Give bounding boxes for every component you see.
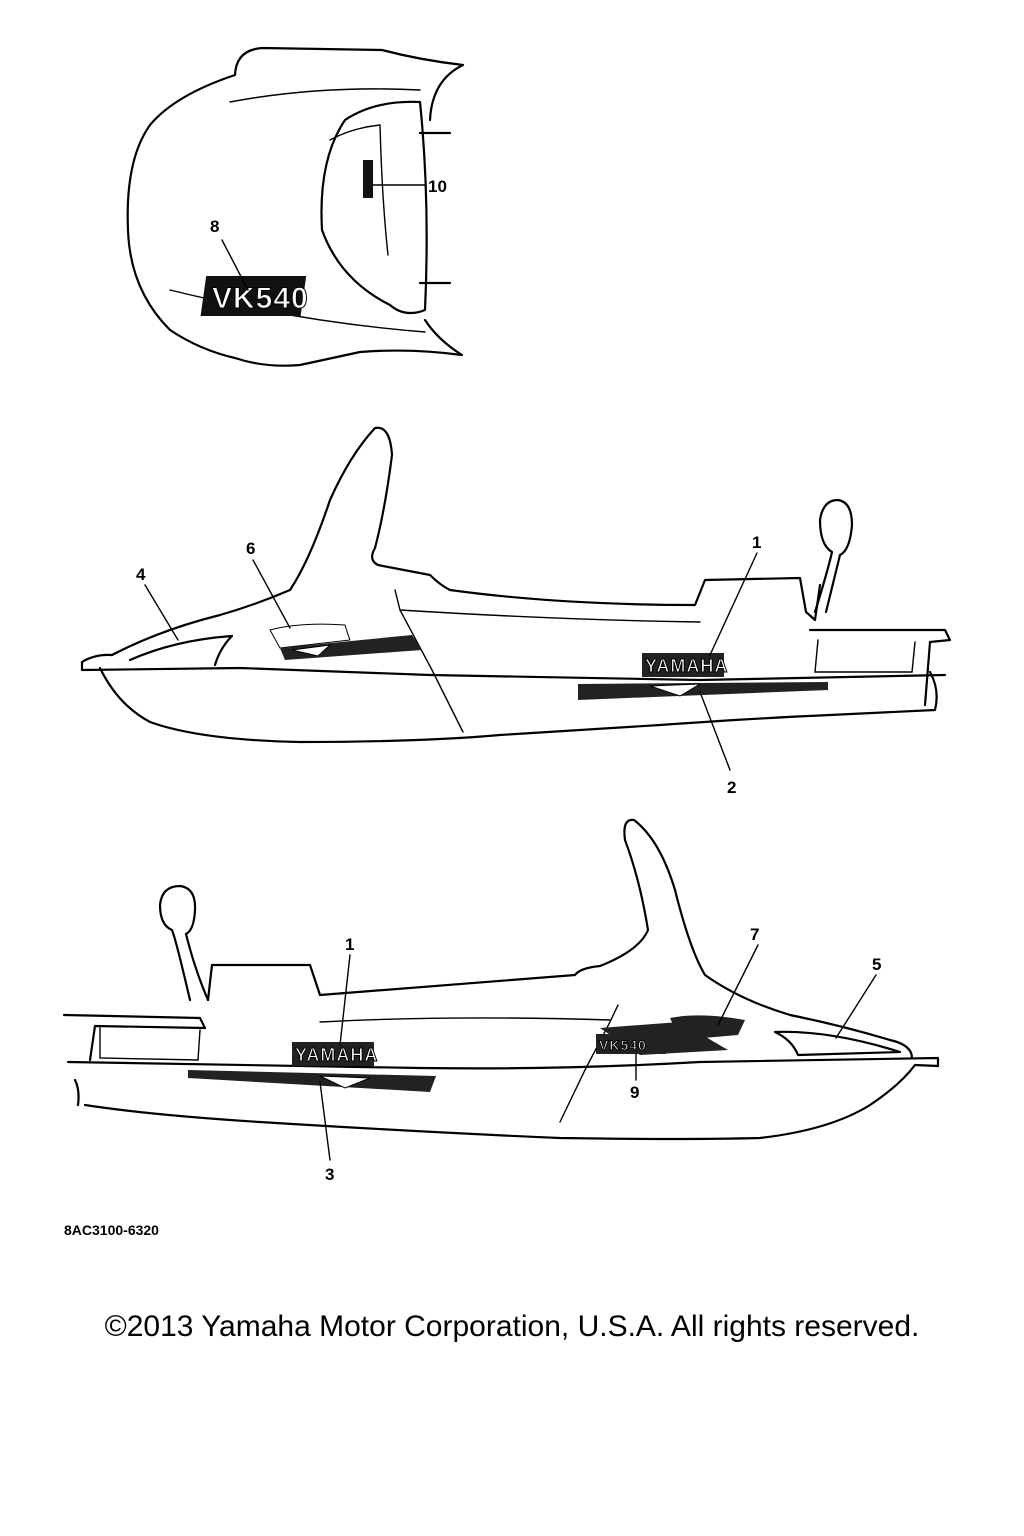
right-brand-decal: YAMAHA xyxy=(292,1042,378,1066)
callout-4: 4 xyxy=(136,565,146,584)
right-model-decal-text: VK540 xyxy=(599,1037,647,1053)
copyright-text: ©2013 Yamaha Motor Corporation, U.S.A. A… xyxy=(104,1310,920,1343)
side-view-right: VK540 YAMAHA 1 3 7 5 9 xyxy=(62,818,940,1184)
side-view-left: YAMAHA 4 6 1 2 xyxy=(80,426,952,797)
callout-2: 2 xyxy=(727,778,736,797)
right-long-stripe-decal xyxy=(188,1070,436,1092)
right-brand-decal-text: YAMAHA xyxy=(295,1045,378,1065)
callout-1-bottom: 1 xyxy=(345,935,354,954)
right-model-decal: VK540 xyxy=(596,1034,666,1054)
callout-10: 10 xyxy=(428,177,447,196)
front-view: VK540 10 8 xyxy=(126,46,465,367)
left-front-stripe-decal xyxy=(269,623,422,660)
left-long-stripe-decal xyxy=(578,682,828,700)
callout-6: 6 xyxy=(246,539,255,558)
callout-1-top: 1 xyxy=(752,533,761,552)
small-sticker-decal xyxy=(363,160,373,198)
callout-7: 7 xyxy=(750,925,759,944)
reference-code: 8AC3100-6320 xyxy=(64,1222,159,1238)
callout-3: 3 xyxy=(325,1165,334,1184)
front-model-decal: VK540 xyxy=(200,276,309,316)
callout-8: 8 xyxy=(210,217,219,236)
decal-parts-diagram: VK540 10 8 xyxy=(62,46,952,1184)
callout-5: 5 xyxy=(872,955,881,974)
front-model-decal-text: VK540 xyxy=(212,282,309,315)
left-brand-decal: YAMAHA xyxy=(642,653,728,677)
left-brand-decal-text: YAMAHA xyxy=(645,656,728,676)
callout-9: 9 xyxy=(630,1083,639,1102)
